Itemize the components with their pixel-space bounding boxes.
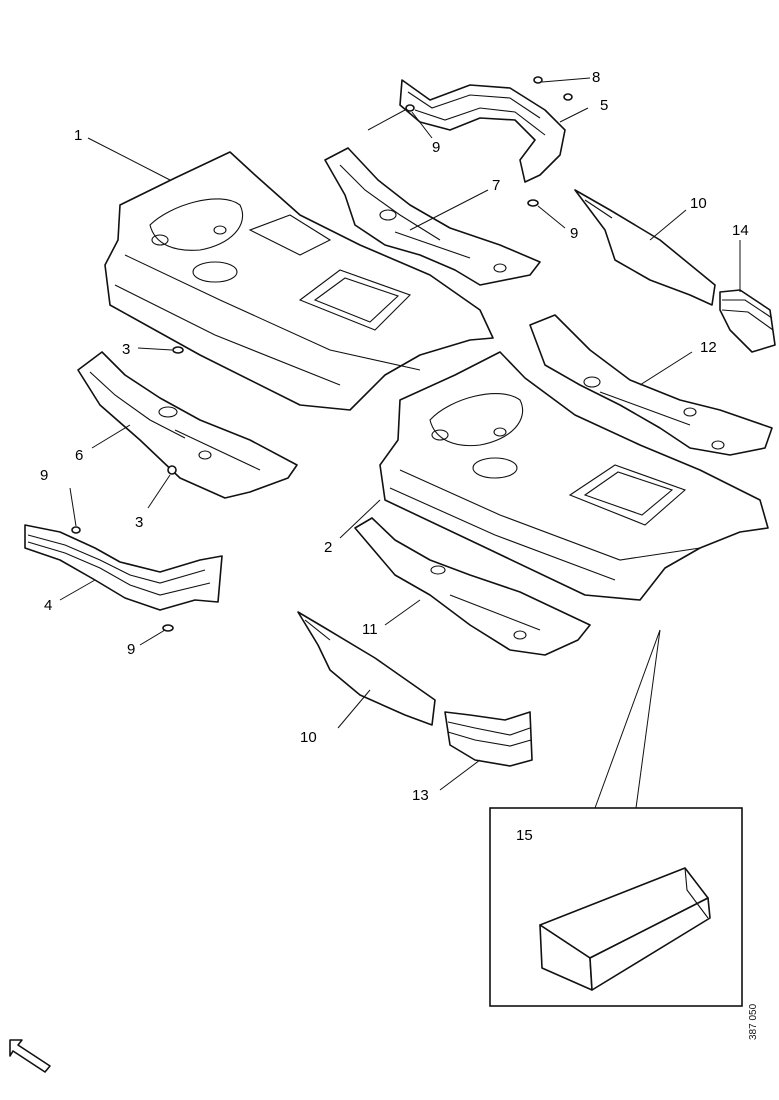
detail-box-15 xyxy=(489,807,743,1007)
fastener-nut-9d xyxy=(162,624,174,632)
part-12-rear-cross-member xyxy=(529,314,773,456)
callout-6: 6 xyxy=(75,447,83,464)
part-11-cross-member xyxy=(354,517,591,656)
arrow-front-icon xyxy=(9,1039,51,1073)
fastener-nut-9b xyxy=(527,199,539,207)
callout-9d: 9 xyxy=(127,641,135,658)
part-5-upper-rail xyxy=(399,79,566,183)
fastener-nut-8 xyxy=(533,76,573,101)
fastener-nut-3b xyxy=(167,465,177,475)
callout-10b: 10 xyxy=(300,729,317,746)
fastener-nut-9a xyxy=(405,104,415,112)
callout-14: 14 xyxy=(732,222,749,239)
callout-8: 8 xyxy=(592,69,600,86)
callout-3a: 3 xyxy=(122,341,130,358)
reference-code: 387 050 xyxy=(748,1003,759,1040)
callout-9c: 9 xyxy=(40,467,48,484)
fastener-nut-9c xyxy=(71,526,81,534)
callout-1: 1 xyxy=(74,127,82,144)
callout-9a: 9 xyxy=(432,139,440,156)
callout-4: 4 xyxy=(44,597,52,614)
callout-12: 12 xyxy=(700,339,717,356)
callout-15: 15 xyxy=(516,827,533,844)
part-2-rear-floor-pan xyxy=(379,351,769,601)
part-10-heat-shield-lower xyxy=(297,611,436,726)
part-13-rear-rail xyxy=(444,711,533,767)
callout-2: 2 xyxy=(324,539,332,556)
part-14-rear-rail xyxy=(719,289,776,353)
callout-13: 13 xyxy=(412,787,429,804)
part-7-cross-member xyxy=(324,147,541,286)
part-6-cross-member xyxy=(77,351,298,499)
callout-11: 11 xyxy=(362,621,378,638)
leader-lines xyxy=(59,77,741,809)
callout-3b: 3 xyxy=(135,514,143,531)
part-1-front-floor-pan xyxy=(104,151,494,411)
callout-9b: 9 xyxy=(570,225,578,242)
part-10-heat-shield-right xyxy=(574,189,716,306)
part-4-left-rail xyxy=(24,524,223,611)
callout-10a: 10 xyxy=(690,195,707,212)
callout-5: 5 xyxy=(600,97,608,114)
fastener-nut-3a xyxy=(172,346,184,354)
callout-7: 7 xyxy=(492,177,500,194)
